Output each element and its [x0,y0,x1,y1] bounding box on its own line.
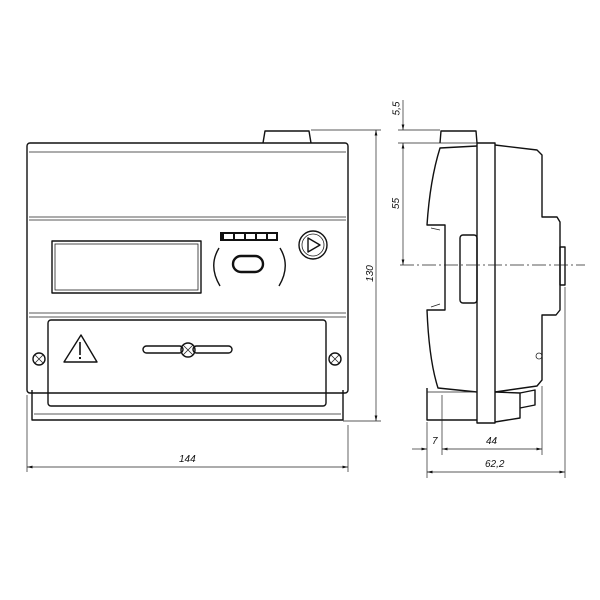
cover-seal-slot [142,345,233,354]
top-seal-nub [262,130,312,144]
front-view [26,129,381,472]
side-view [398,100,585,478]
side-tab [559,246,566,286]
right-bracket [278,247,286,287]
warning-triangle-icon [63,334,98,363]
side-window [459,234,478,304]
width-dimension-label: 144 [179,454,196,465]
front-depth-label: 7 [432,436,438,447]
top-offset-label: 5,5 [391,101,403,116]
screw-icon [32,342,342,366]
meter-body [26,142,349,394]
play-button-icon [298,230,328,260]
optical-port-button [231,254,265,274]
led-indicator-bar [220,232,278,241]
terminal-cover [47,319,327,407]
total-depth-label: 62,2 [485,459,505,470]
front-plate [476,142,496,424]
left-bracket [213,247,221,287]
base [31,390,344,421]
body-depth-label: 44 [486,436,498,447]
lcd-display [51,240,202,294]
center-offset-label: 55 [391,197,403,210]
height-dimension-label: 130 [364,265,376,282]
